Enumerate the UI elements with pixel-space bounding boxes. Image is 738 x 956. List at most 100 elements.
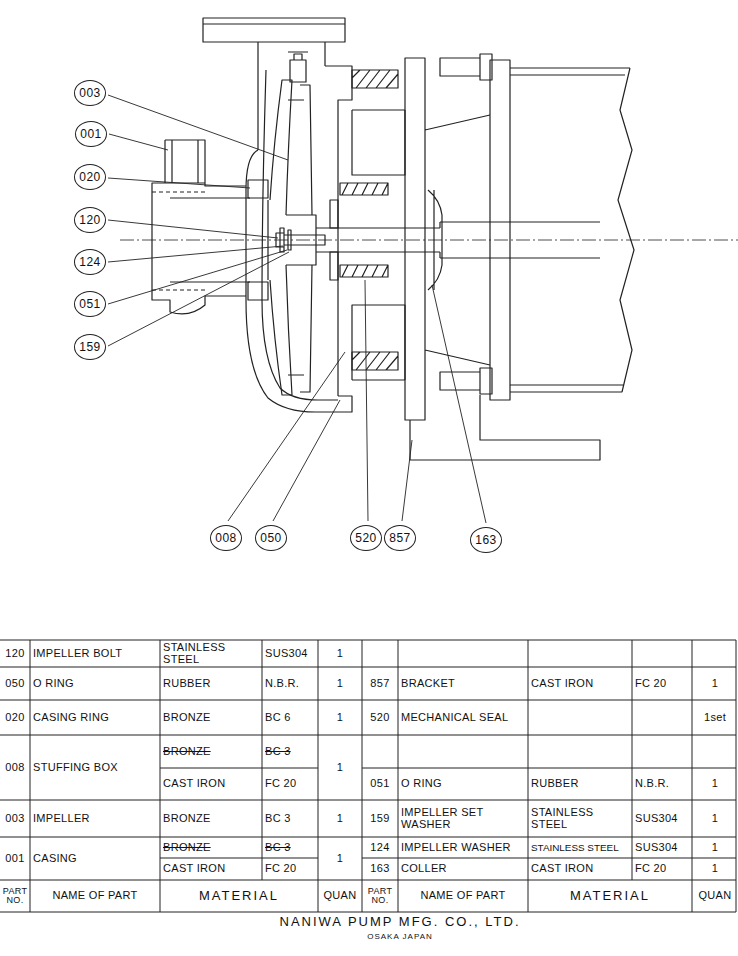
table-text: BRONZE (163, 842, 211, 854)
table-cell: IMPELLER BOLT (30, 640, 160, 667)
table-text: 120 (5, 648, 24, 660)
table-header: PART NO. (1, 887, 29, 906)
callout-circle: 857 (384, 525, 416, 551)
table-cell: 1 (318, 640, 362, 667)
table-cell: STUFFING BOX (30, 735, 160, 800)
table-cell: STAINLESS STEEL (528, 837, 632, 858)
table-header: PART NO. (363, 887, 397, 906)
table-cell: BRONZE (160, 800, 262, 837)
table-cell: 1 (692, 768, 738, 800)
table-header: QUAN (324, 890, 357, 902)
table-cell: BC 3 (262, 837, 318, 858)
table-text: BC 3 (265, 813, 291, 825)
table-cell: 1 (692, 837, 738, 858)
table-cell: N.B.R. (632, 768, 692, 800)
pump-section (120, 18, 738, 460)
callout-number: 001 (80, 128, 102, 140)
table-text: FC 20 (265, 778, 296, 790)
table-text: FC 20 (265, 863, 296, 875)
table-cell: NAME OF PART (30, 880, 160, 912)
callout-circle: 520 (350, 525, 382, 551)
table-cell: 1 (318, 667, 362, 700)
table-cell: STAINLESS STEEL (528, 800, 632, 837)
table-text: 1 (712, 678, 718, 690)
table-cell: MATERIAL (160, 880, 318, 912)
callout-circle: 124 (74, 249, 106, 275)
center-line (120, 240, 738, 241)
table-text: BRONZE (163, 813, 211, 825)
callout-number: 124 (79, 256, 101, 268)
table-text: 1 (337, 712, 343, 724)
leader-line (108, 178, 250, 188)
table-text: IMPELLER (33, 813, 90, 825)
table-text: RUBBER (163, 678, 211, 690)
callout-circle: 008 (210, 525, 242, 551)
flange-bolt-hole (152, 192, 205, 290)
table-text: MECHANICAL SEAL (401, 712, 508, 724)
table-cell: MATERIAL (528, 880, 692, 912)
table-text: 124 (370, 842, 389, 854)
table-text: 051 (370, 778, 389, 790)
table-text: BRONZE (163, 746, 211, 758)
callout-number: 020 (79, 171, 101, 183)
table-text: 163 (370, 863, 389, 875)
table-text: IMPELLER WASHER (401, 842, 511, 854)
leader-line (108, 250, 287, 304)
bottom-bolt (352, 352, 398, 370)
table-cell: CASING RING (30, 700, 160, 735)
table-cell: 050 (0, 667, 30, 700)
table-text: SUS304 (265, 648, 308, 660)
discharge-flange (203, 18, 345, 150)
table-text: O RING (401, 778, 442, 790)
table-cell: N.B.R. (262, 667, 318, 700)
callout-circle: 120 (74, 207, 106, 233)
bracket-bolt (440, 54, 492, 394)
table-text: 1 (337, 678, 343, 690)
leader-line (273, 400, 340, 521)
table-cell: CAST IRON (528, 667, 632, 700)
table-text: RUBBER (531, 778, 579, 790)
table-text: BC 6 (265, 712, 291, 724)
table-cell: 1 (318, 800, 362, 837)
table-text: 1 (337, 813, 343, 825)
table-cell: 1 (692, 800, 738, 837)
table-rule (30, 640, 736, 912)
table-cell: 163 (362, 858, 398, 880)
table-cell: STAINLESS STEEL (160, 640, 262, 667)
leader-line (108, 220, 278, 238)
table-cell: 1set (692, 700, 738, 735)
table-header: QUAN (699, 890, 732, 902)
table-text: 1 (712, 842, 718, 854)
callout-circle: 001 (75, 121, 107, 147)
table-text: IMPELLER SET WASHER (401, 807, 525, 830)
table-text: STAINLESS STEEL (531, 843, 619, 853)
leader-line (108, 252, 289, 346)
table-header: MATERIAL (199, 889, 279, 903)
table-text: IMPELLER BOLT (33, 648, 122, 660)
table-cell: 051 (362, 768, 398, 800)
table-cell: IMPELLER (30, 800, 160, 837)
table-cell: 520 (362, 700, 398, 735)
table-cell: 120 (0, 640, 30, 667)
table-cell: COLLER (398, 858, 528, 880)
table-cell: BRONZE (160, 735, 262, 768)
leader-lines (108, 95, 486, 523)
table-cell: SUS304 (632, 837, 692, 858)
table-text: BRACKET (401, 678, 455, 690)
motor (490, 60, 634, 400)
callout-number: 003 (79, 87, 101, 99)
table-cell: FC 20 (262, 768, 318, 800)
table-text: 008 (5, 762, 24, 774)
table-text: CASING (33, 853, 77, 865)
table-cell: IMPELLER WASHER (398, 837, 528, 858)
table-text: 857 (370, 678, 389, 690)
callout-number: 050 (260, 532, 282, 544)
table-cell: BRONZE (160, 837, 262, 858)
table-cell: PART NO. (362, 880, 398, 912)
table-cell: O RING (30, 667, 160, 700)
table-text: 003 (5, 813, 24, 825)
callout-circle: 003 (74, 80, 106, 106)
table-text: CAST IRON (531, 863, 593, 875)
callout-circle: 051 (74, 291, 106, 317)
